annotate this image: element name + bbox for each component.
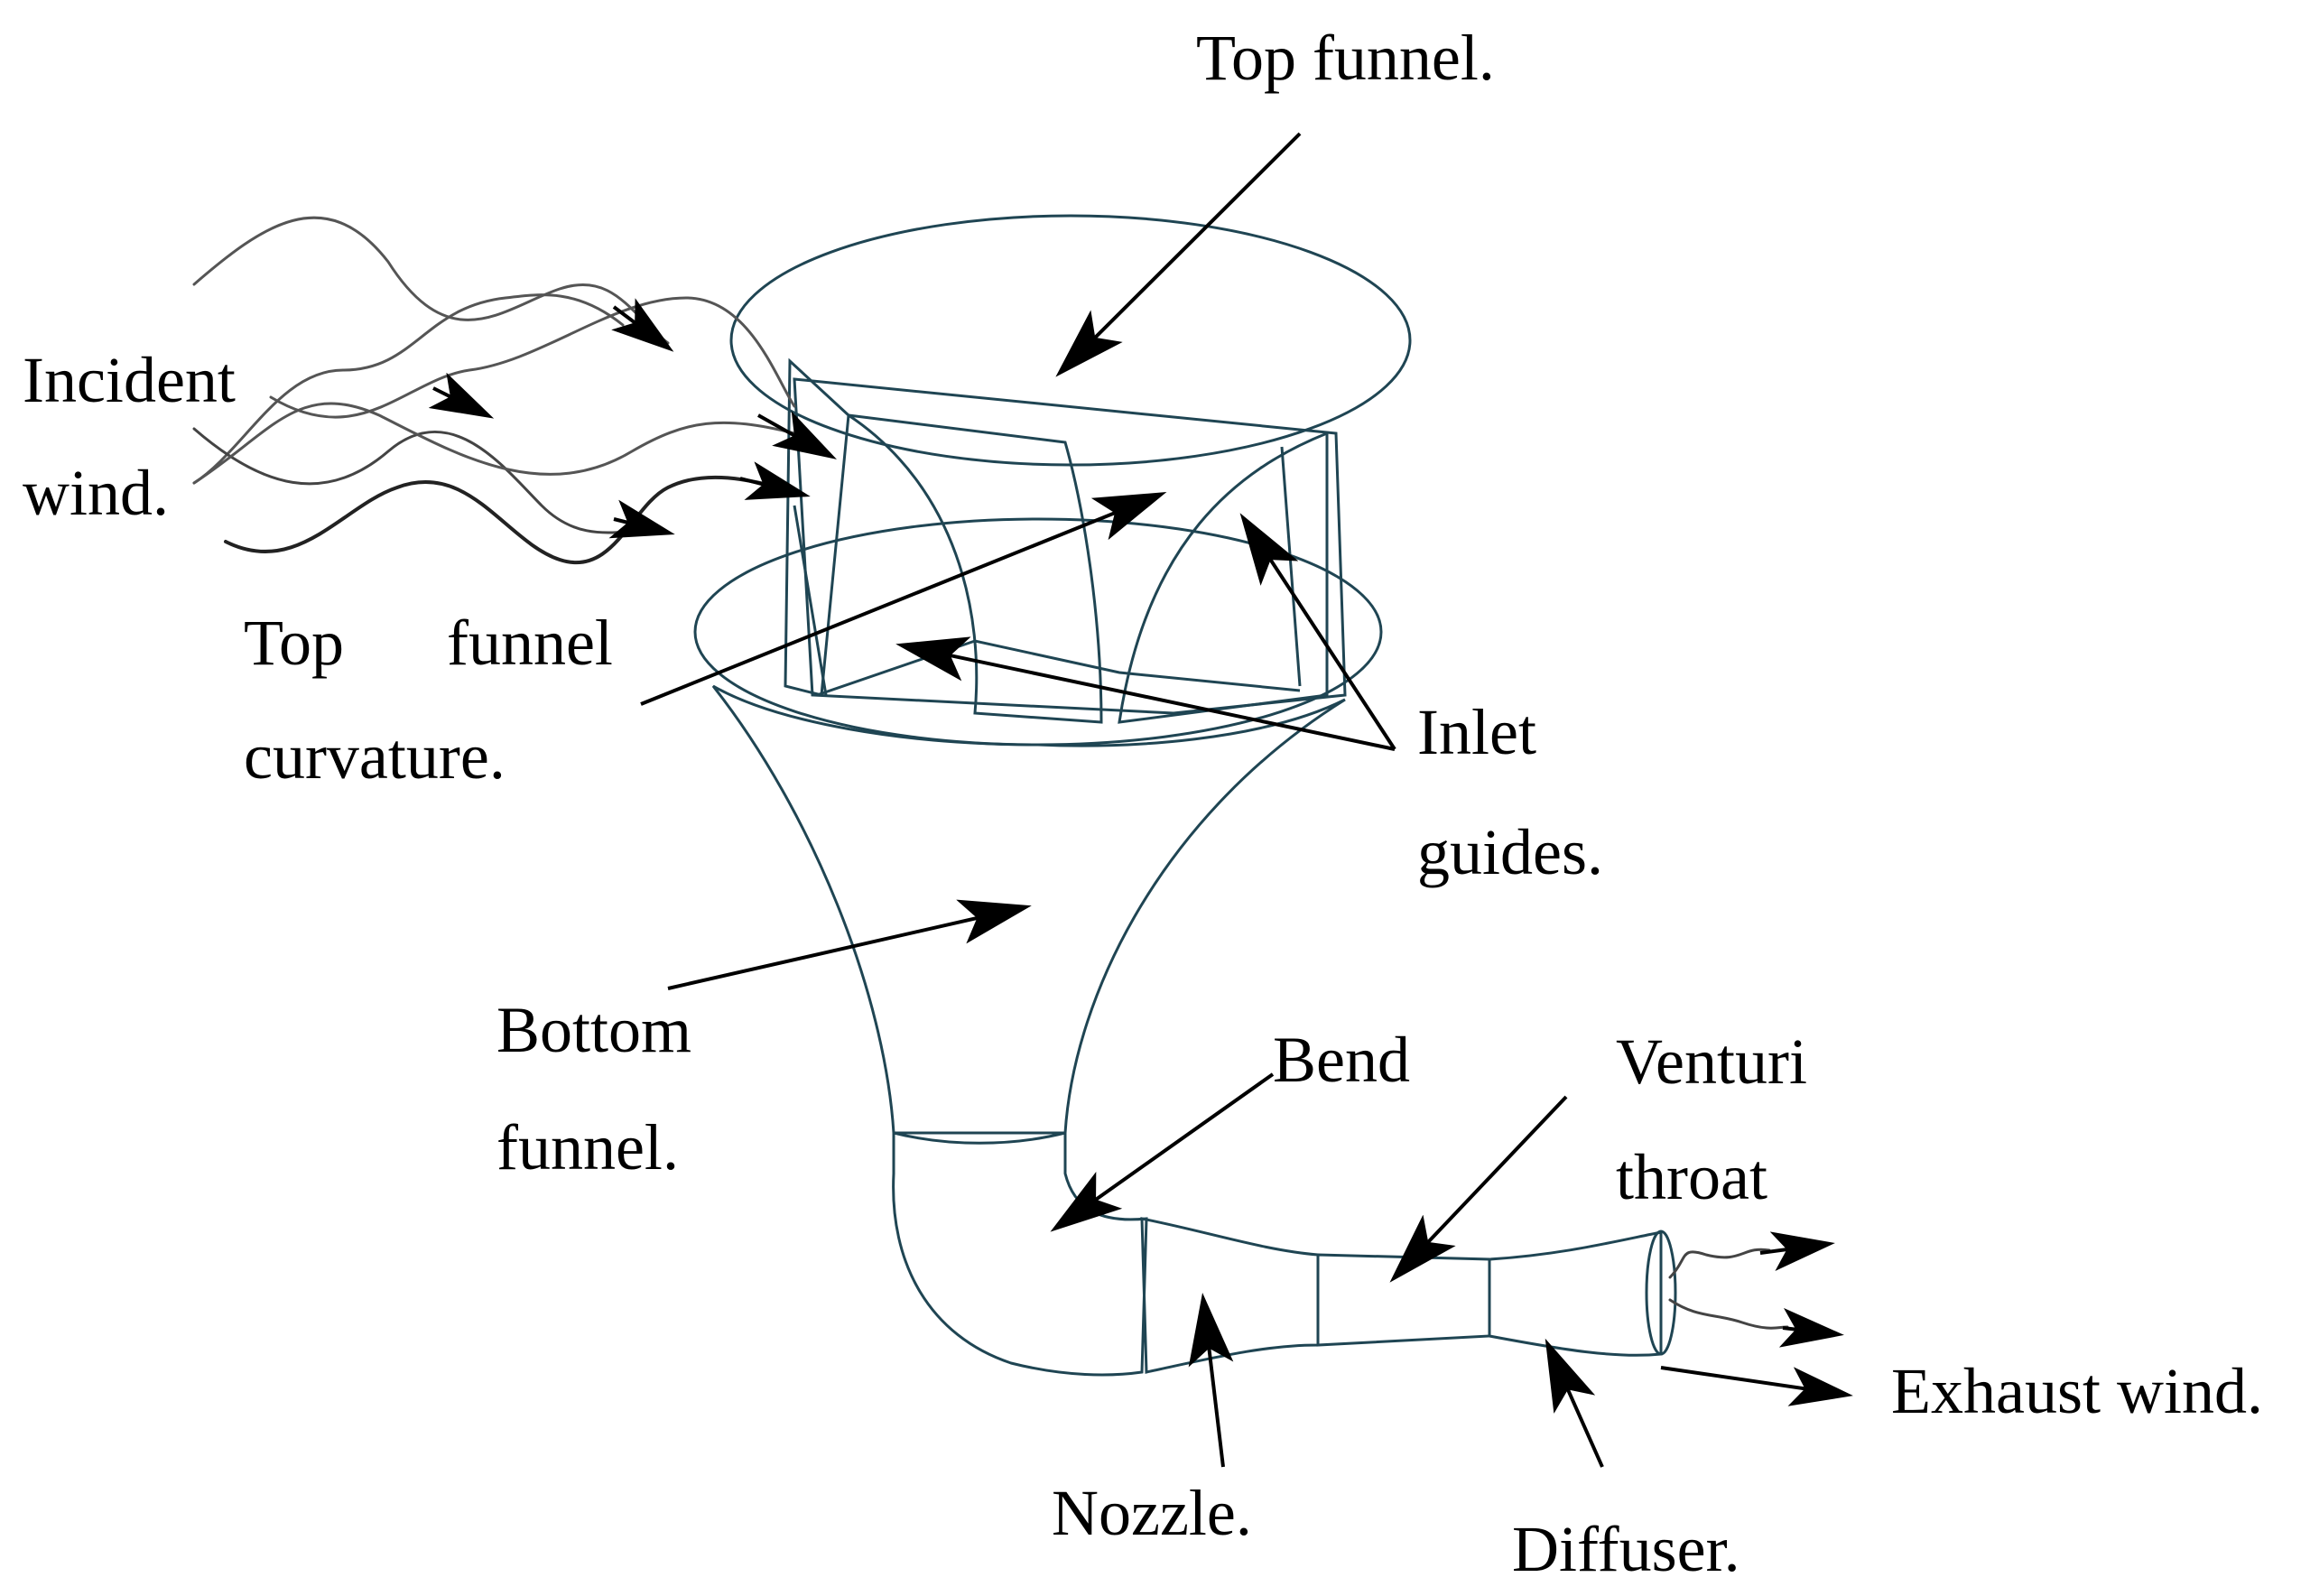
bottom-funnel-rim	[693, 517, 1383, 747]
wind-line	[192, 216, 670, 345]
label-inlet-guides-2: guides.	[1417, 816, 1603, 888]
label-incident-wind-2: wind.	[23, 457, 169, 529]
label-inlet-guides-1: Inlet	[1417, 696, 1536, 768]
wind-arrow	[608, 499, 675, 539]
top-funnel	[729, 214, 1412, 467]
wind-arrow	[611, 298, 674, 352]
bend-arrow	[1050, 1072, 1275, 1232]
wind-line	[192, 427, 670, 534]
bend	[892, 1131, 1148, 1377]
inlet-guide-back	[848, 413, 1103, 724]
incident-wind-lines	[192, 216, 837, 564]
exhaust-arrow	[1660, 1366, 1853, 1406]
exhaust-arrow	[1778, 1307, 1844, 1348]
label-bend: Bend	[1273, 1024, 1410, 1096]
label-nozzle: Nozzle.	[1052, 1477, 1252, 1549]
wind-arrow	[428, 372, 495, 419]
wind-arrow	[739, 461, 811, 500]
label-bottom-funnel-2: funnel.	[496, 1111, 679, 1183]
labels: Top funnel. Incident wind. Top funnel cu…	[23, 22, 2263, 1585]
nozzle	[1140, 1217, 1320, 1374]
label-curvature-1b: funnel	[447, 607, 613, 679]
inlet-guide-right	[1118, 431, 1329, 724]
curvature-arrow	[640, 492, 1167, 706]
label-venturi-2: throat	[1616, 1141, 1767, 1213]
bottom-funnel-arrow	[667, 899, 1032, 990]
diffuser	[1488, 1230, 1663, 1357]
top-funnel-arrow	[1055, 132, 1302, 377]
exhaust-arrow	[1759, 1231, 1835, 1272]
wind-line	[269, 296, 796, 419]
label-incident-wind-1: Incident	[23, 344, 236, 416]
diffuser-outlet	[1645, 1229, 1677, 1356]
wind-line	[224, 475, 796, 564]
device-body	[693, 214, 1677, 1377]
inlet-guide-left	[784, 357, 850, 697]
bottom-funnel	[711, 684, 1346, 1135]
label-diffuser: Diffuser.	[1512, 1513, 1740, 1585]
label-top-funnel: Top funnel.	[1196, 22, 1495, 94]
inlet-guide-arrow-2	[1239, 513, 1396, 751]
wind-line	[192, 402, 796, 485]
wind-arrow	[757, 411, 837, 459]
label-curvature-1a: Top	[244, 607, 344, 679]
label-venturi-1: Venturi	[1616, 1025, 1807, 1098]
leader-arrows	[640, 132, 1604, 1468]
wind-line	[192, 293, 625, 485]
exhaust-wind-lines	[1660, 1231, 1853, 1406]
label-bottom-funnel-1: Bottom	[496, 994, 691, 1066]
diffuser-arrow	[1545, 1338, 1604, 1468]
nozzle-arrow	[1188, 1293, 1234, 1468]
label-curvature-2: curvature.	[244, 720, 506, 793]
venturi-arrow	[1389, 1095, 1568, 1283]
label-exhaust-wind: Exhaust wind.	[1891, 1355, 2263, 1427]
inlet-guide-arrow-1	[895, 636, 1396, 751]
